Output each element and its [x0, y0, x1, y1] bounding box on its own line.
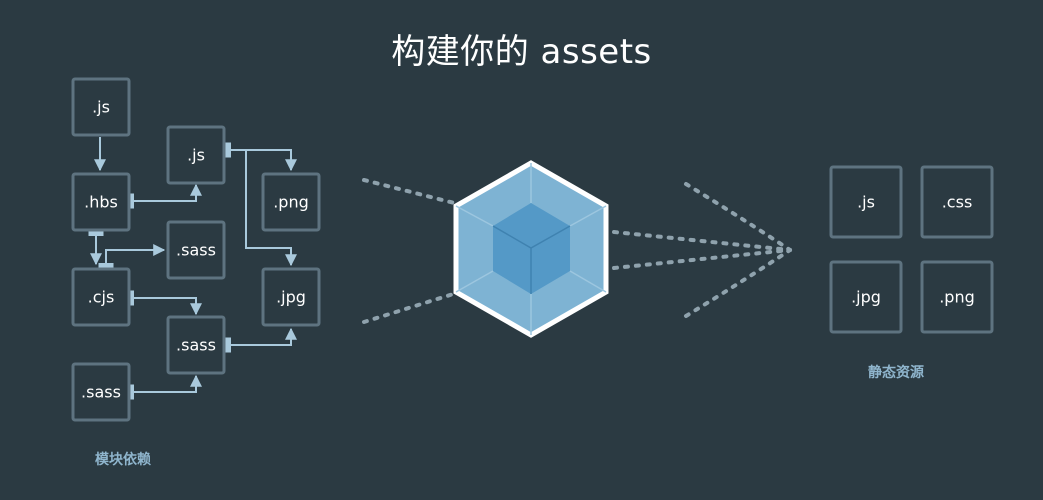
output-flow-lines: [612, 182, 792, 318]
module-label: .sass: [81, 383, 121, 402]
module-js-2: .js: [166, 125, 226, 185]
edge-hbs-js: [128, 183, 202, 209]
module-sass-3: .sass: [71, 362, 131, 422]
input-flow-lines: [362, 178, 468, 324]
module-label: .js: [187, 146, 205, 165]
asset-label: .jpg: [851, 288, 881, 307]
module-label: .hbs: [84, 193, 118, 212]
asset-label: .png: [939, 288, 975, 307]
dependency-edges: [88, 137, 297, 400]
edge-js-jpg: [245, 150, 297, 267]
edge-sass-sass: [128, 374, 202, 400]
asset-js: .js: [829, 165, 903, 239]
module-label: .jpg: [276, 288, 306, 307]
module-png: .png: [261, 172, 321, 232]
module-hbs: .hbs: [71, 172, 131, 232]
modules-caption: 模块依赖: [95, 451, 151, 468]
edge-cjs-sass2: [128, 290, 202, 316]
asset-label: .js: [857, 193, 875, 212]
module-label: .png: [273, 193, 309, 212]
module-sass-2: .sass: [166, 315, 226, 375]
asset-png: .png: [920, 260, 994, 334]
module-jpg: .jpg: [261, 267, 321, 327]
assets-caption: 静态资源: [868, 364, 924, 381]
asset-css: .css: [920, 165, 994, 239]
page-title: 构建你的 assets: [391, 32, 652, 72]
edge-sass-jpg: [225, 327, 297, 353]
webpack-cube-icon: [453, 160, 609, 338]
edge-cjs-sass: [98, 244, 166, 269]
module-js-1: .js: [71, 77, 131, 137]
module-label: .cjs: [88, 288, 115, 307]
asset-jpg: .jpg: [829, 260, 903, 334]
asset-label: .css: [942, 193, 973, 212]
module-label: .sass: [176, 336, 216, 355]
module-cjs: .cjs: [71, 267, 131, 327]
module-label: .js: [92, 98, 110, 117]
edge-js-png: [225, 142, 297, 172]
module-label: .sass: [176, 241, 216, 260]
module-sass-1: .sass: [166, 220, 226, 280]
